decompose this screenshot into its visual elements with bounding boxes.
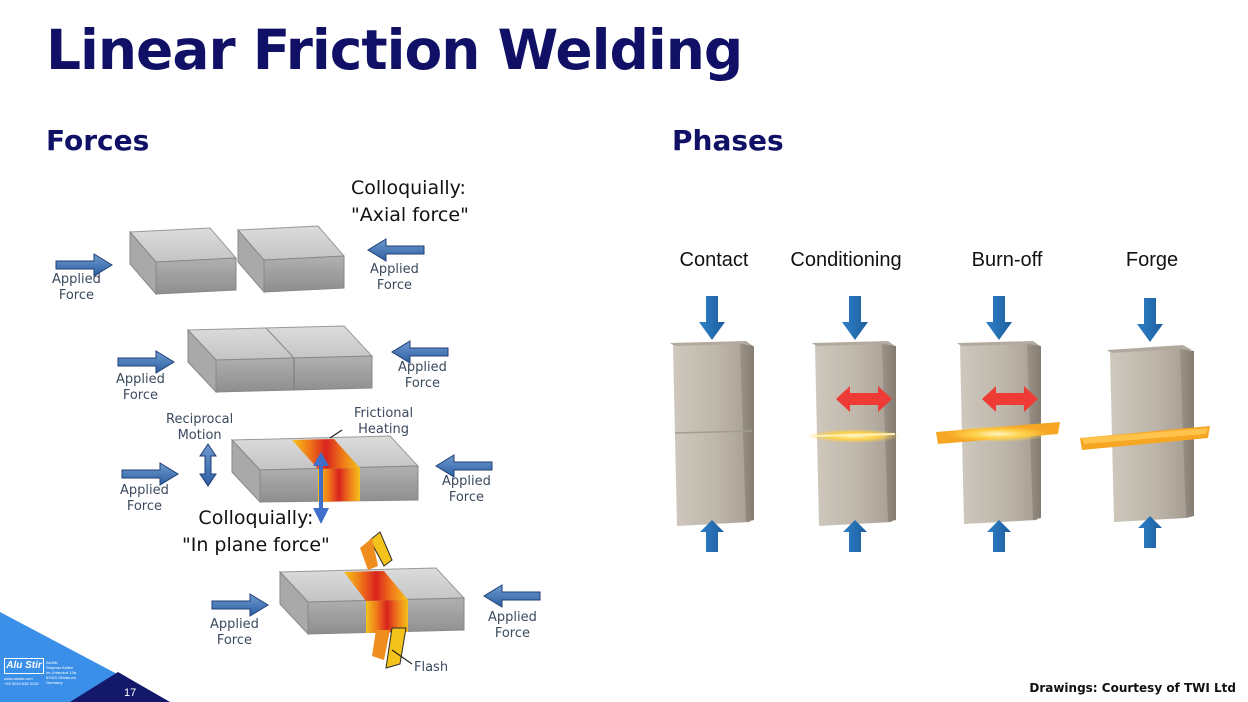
- heating-pointer: [329, 429, 343, 439]
- phase-contact-graphic: [670, 296, 754, 552]
- in-plane-force-arrow: [313, 452, 329, 524]
- phases-heading: Phases: [672, 124, 784, 157]
- phase-forge-graphic: [1080, 298, 1210, 548]
- phase-burnoff-graphic: [936, 296, 1060, 552]
- logo-contact: www.alustir.com+49 5034 636 0133: [4, 676, 39, 686]
- block-heating: [230, 435, 420, 504]
- slide-title: Linear Friction Welding: [46, 18, 743, 82]
- phase-conditioning-graphic: [808, 296, 900, 552]
- phase-label-forge: Forge: [1125, 249, 1179, 271]
- dark-triangle: [70, 672, 170, 702]
- logo-address: AluStir Stephan Kallee Im Unterdorf 13a …: [46, 660, 77, 685]
- phase-label-contact: Contact: [679, 249, 749, 271]
- flash-pointer: [391, 649, 413, 665]
- page-number: 17: [124, 687, 137, 699]
- image-credit: Drawings: Courtesy of TWI Ltd: [1029, 681, 1236, 695]
- phase-label-conditioning: Conditioning: [790, 249, 902, 271]
- block-flash: [278, 531, 466, 669]
- reciprocal-motion-arrow: [199, 443, 217, 487]
- block-pair-separate: [128, 225, 346, 296]
- block-pair-contact: [186, 325, 374, 394]
- company-logo: Alu Stir: [4, 658, 44, 674]
- in-plane-force-note: Colloquially:"In plane force": [182, 507, 330, 556]
- axial-force-note: Colloquially:"Axial force": [351, 177, 469, 226]
- phase-label-burnoff: Burn-off: [971, 249, 1043, 271]
- forces-heading: Forces: [46, 124, 150, 157]
- flash-label: Flash: [414, 660, 449, 675]
